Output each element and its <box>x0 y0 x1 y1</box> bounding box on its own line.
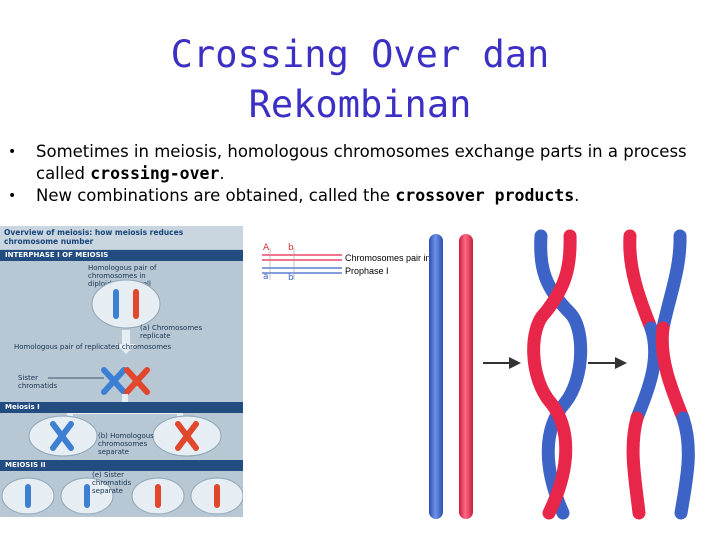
band-meiosis-1: Meiosis I <box>0 402 243 413</box>
replicate-label: (a) Chromosomes replicate <box>140 324 203 340</box>
caption-line-2: Prophase I <box>345 266 389 276</box>
bullet-list: • Sometimes in meiosis, homologous chrom… <box>8 141 708 207</box>
red-chromosome <box>459 234 473 519</box>
allele-b-bottom-label: b <box>288 273 294 283</box>
band-meiosis-2: MEIOSIS II <box>0 460 243 471</box>
bullet-dot-icon: • <box>8 188 17 204</box>
bullet-dot-icon: • <box>8 144 17 160</box>
allele-A-label: A <box>263 243 270 253</box>
arrow-right-icon <box>483 357 521 369</box>
band-interphase: INTERPHASE I OF MEIOSIS <box>0 250 243 261</box>
caption-line-1: Chromosomes pair in <box>345 253 431 263</box>
allele-b-top-label: b <box>288 243 294 253</box>
sister-chromatids-label: Sister chromatids <box>18 374 58 390</box>
figure-heading: Overview of meiosis: how meiosis reduces… <box>0 226 243 249</box>
homologous-separate-label: (b) Homologous chromosomes separate <box>98 432 154 456</box>
bullet-item: • New combinations are obtained, called … <box>8 186 580 205</box>
blue-chromosome <box>429 234 443 519</box>
crossover-products <box>623 229 695 520</box>
arrow-right-icon <box>588 357 627 369</box>
crossover-illustration <box>429 229 695 520</box>
sister-separate-label: (e) Sister chromatids separate <box>92 471 132 495</box>
title-line-2: Rekombinan <box>248 83 472 126</box>
allele-a-label: a <box>263 272 269 282</box>
title-line-1: Crossing Over dan <box>170 33 550 76</box>
replicated-pair-label: Homologous pair of replicated chromosome… <box>14 343 171 351</box>
slide-title: Crossing Over dan Rekombinan <box>110 30 610 130</box>
bullet-item: • Sometimes in meiosis, homologous chrom… <box>8 142 687 183</box>
allele-pairing-diagram <box>262 248 342 280</box>
twisted-chromosome-pair <box>527 229 588 520</box>
meiosis-overview-figure: Overview of meiosis: how meiosis reduces… <box>0 226 243 517</box>
